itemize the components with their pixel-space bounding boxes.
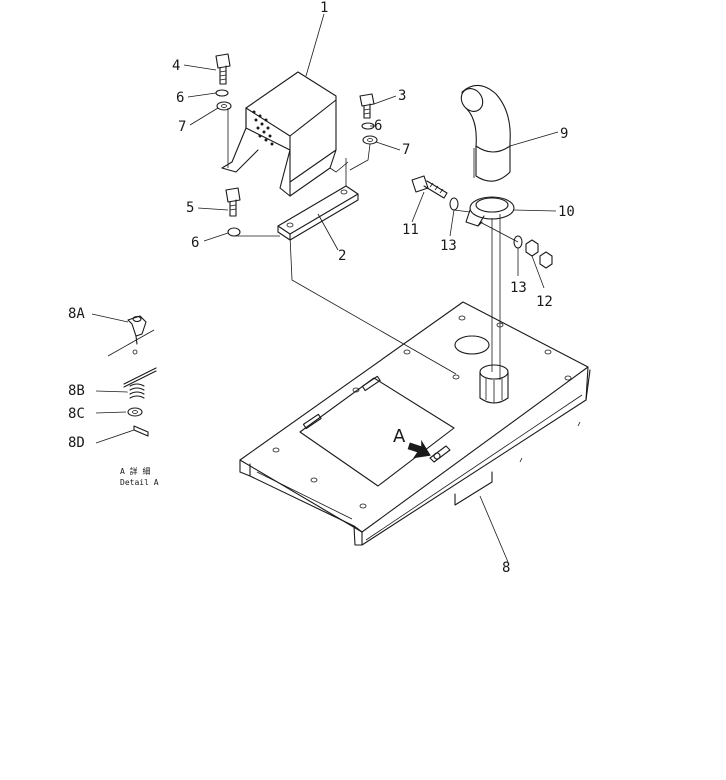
washer-7 — [362, 135, 378, 145]
clamp — [465, 196, 515, 227]
bolt-hole — [359, 503, 367, 509]
leader-7 — [189, 107, 219, 126]
callout-7: 7 — [402, 142, 410, 158]
side-bracket — [454, 471, 493, 506]
pin-8D — [133, 425, 149, 437]
inspection-cover — [299, 377, 455, 487]
callout-11: 11 — [402, 222, 419, 238]
view-arrow-a — [407, 439, 431, 459]
callout-12: 12 — [536, 294, 553, 310]
callout-8C: 8C — [68, 406, 85, 422]
leader-12 — [531, 255, 545, 289]
washer-6 — [227, 227, 241, 237]
detail-title-jp: A 詳 細 — [120, 466, 150, 476]
exhaust-pipe — [460, 84, 511, 182]
leader-7b — [375, 141, 401, 151]
bolt-4 — [215, 53, 231, 85]
hinge — [302, 413, 322, 430]
bolt-11 — [411, 175, 448, 199]
callout-6: 6 — [176, 90, 184, 106]
washer-8C — [127, 407, 143, 417]
bolt-3 — [359, 93, 375, 119]
washer-13 — [449, 197, 459, 211]
leader-13 — [449, 209, 455, 237]
washer-7 — [216, 101, 232, 111]
callout-8D: 8D — [68, 435, 85, 451]
bolt-hole — [403, 349, 411, 355]
leader-6 — [187, 92, 217, 98]
callout-4: 4 — [172, 58, 180, 74]
leader-5 — [197, 207, 229, 211]
callout-8B: 8B — [68, 383, 85, 399]
callout-10: 10 — [558, 204, 575, 220]
callout-6: 6 — [374, 118, 382, 134]
bolt-hole — [310, 477, 318, 483]
washer-6 — [215, 89, 229, 97]
callout-8: 8 — [502, 560, 510, 576]
callout-13: 13 — [510, 280, 527, 296]
leader-2 — [317, 213, 339, 251]
detail-title-en: Detail A — [120, 478, 159, 487]
bolt-hole — [564, 375, 572, 381]
bolt-5 — [225, 187, 241, 217]
nut-12 — [525, 239, 553, 269]
callout-13: 13 — [440, 238, 457, 254]
callout-9: 9 — [560, 126, 568, 142]
callout-5: 5 — [186, 200, 194, 216]
bolt-hole — [458, 315, 466, 321]
leader-8 — [479, 495, 509, 563]
callout-2: 2 — [338, 248, 346, 264]
leader-10 — [513, 209, 557, 212]
bolt-hole — [544, 349, 552, 355]
bolt-hole — [272, 447, 280, 453]
cover — [221, 71, 349, 197]
leader-4 — [183, 64, 217, 71]
base-plate — [239, 301, 591, 546]
leader-1 — [305, 13, 325, 77]
spring-8B — [129, 383, 145, 399]
callout-8A: 8A — [68, 306, 85, 322]
plate-hole — [454, 335, 490, 355]
bolt-hole — [452, 374, 460, 380]
latch — [429, 445, 451, 463]
callout-6: 6 — [191, 235, 199, 251]
detail-a — [91, 313, 157, 444]
leader-11 — [411, 191, 425, 223]
leader-9 — [509, 131, 559, 147]
view-label-a: A — [393, 426, 406, 447]
callout-3: 3 — [398, 88, 406, 104]
bolt-hole — [352, 387, 360, 393]
hinge — [361, 375, 381, 392]
leader-6c — [203, 232, 229, 242]
callout-1: 1 — [320, 0, 328, 16]
callout-7: 7 — [178, 119, 186, 135]
leader-3 — [373, 95, 397, 105]
